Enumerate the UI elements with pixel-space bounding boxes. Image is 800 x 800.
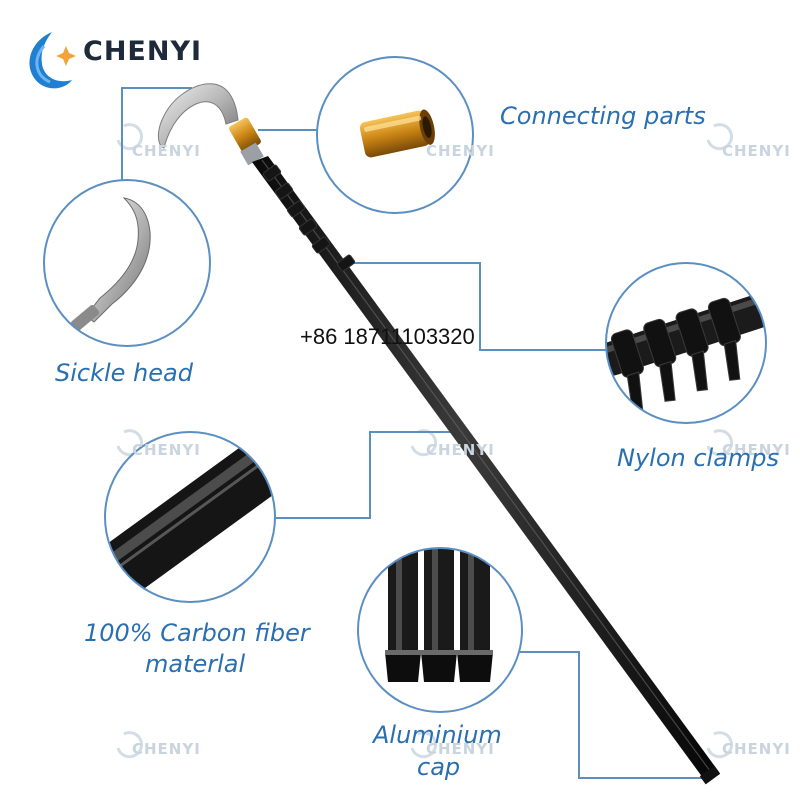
watermark-text: CHENYI bbox=[426, 441, 495, 459]
callout-aluminium-cap-image bbox=[357, 547, 523, 713]
label-nylon-clamps: Nylon clamps bbox=[617, 444, 780, 472]
label-aluminium-cap-line2: cap bbox=[417, 753, 461, 781]
watermark-text: CHENYI bbox=[132, 740, 201, 758]
watermark-text: CHENYI bbox=[426, 142, 495, 160]
label-sickle-head: Sickle head bbox=[55, 359, 193, 387]
callout-sickle-head-image bbox=[43, 179, 211, 347]
watermark-text: CHENYI bbox=[426, 740, 495, 758]
brand-logo-icon bbox=[29, 32, 76, 89]
watermark-text: CHENYI bbox=[132, 441, 201, 459]
label-connecting-parts: Connecting parts bbox=[500, 102, 706, 130]
callout-carbon-fiber-image bbox=[104, 431, 276, 603]
pole-connector bbox=[229, 117, 264, 166]
label-carbon-fiber-line2: materlal bbox=[145, 650, 246, 678]
watermark-text: CHENYI bbox=[722, 740, 791, 758]
watermark-text: CHENYI bbox=[132, 142, 201, 160]
callout-nylon-clamps-image bbox=[605, 262, 767, 424]
contact-phone: +86 18711103320 bbox=[300, 324, 475, 349]
label-aluminium-cap-line1: Aluminium bbox=[373, 721, 502, 749]
watermark-text: CHENYI bbox=[722, 142, 791, 160]
callout-connector-lines bbox=[121, 87, 710, 779]
watermark-text: CHENYI bbox=[722, 441, 791, 459]
callout-connecting-parts-image bbox=[316, 56, 474, 214]
pole-nylon-clamps bbox=[262, 164, 356, 272]
brand-name: CHENYI bbox=[83, 36, 203, 67]
label-carbon-fiber-line1: 100% Carbon fiber bbox=[84, 619, 310, 647]
pole-sickle-blade bbox=[157, 83, 239, 149]
carbon-pole bbox=[252, 156, 721, 785]
